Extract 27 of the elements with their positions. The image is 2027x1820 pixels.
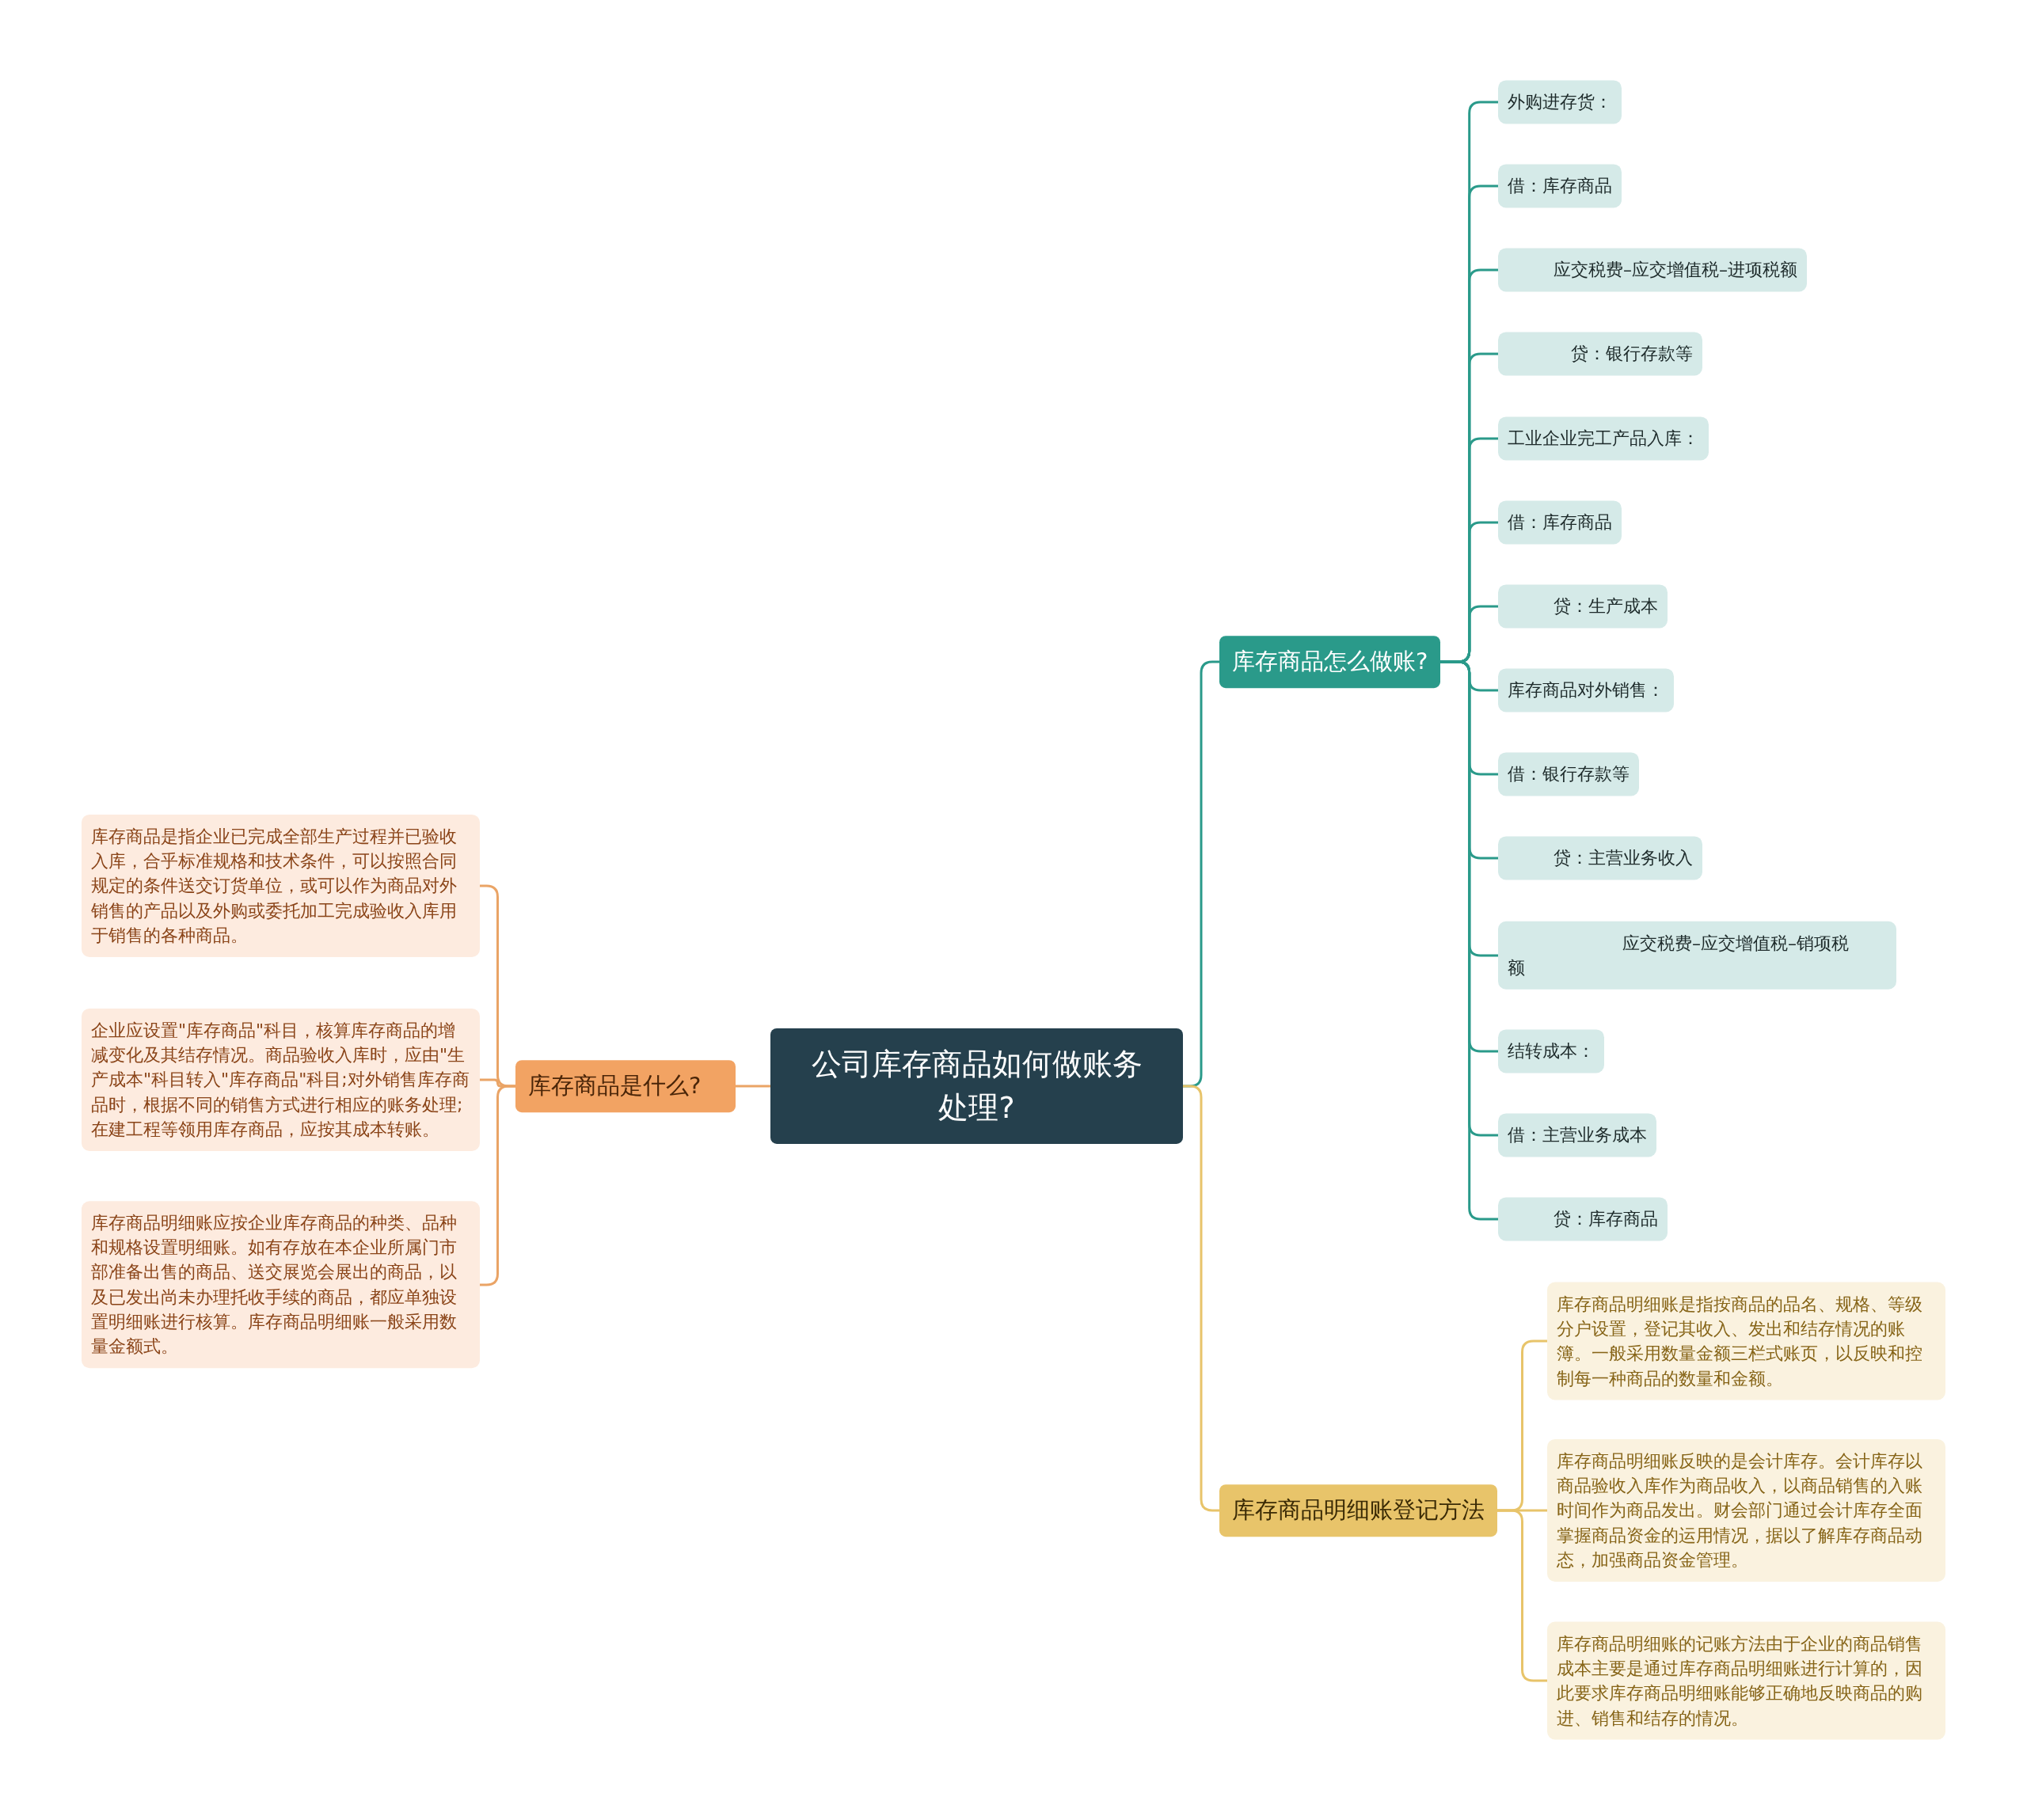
note-card: 库存商品是指企业已完成全部生产过程并已验收入库，合乎标准规格和技术条件，可以按照合同规定的条件送交订货单位，或可以作为商品对外销售的产品以及外购或委托加工完成验收入库用于销售的各种商品。 — [82, 814, 480, 958]
branch-topic: 库存商品明细账登记方法 — [1219, 1484, 1497, 1537]
branch-topic: 库存商品是什么? — [515, 1060, 736, 1112]
entry-tag: 借：银行存款等 — [1498, 752, 1639, 796]
entry-tag: 工业企业完工产品入库： — [1498, 416, 1709, 461]
note-card: 库存商品明细账的记账方法由于企业的商品销售成本主要是通过库存商品明细账进行计算的，因此要求库存商品明细账能够正确地反映商品的购进、销售和结存的情况。 — [1547, 1621, 1945, 1740]
connector-line — [1183, 1085, 1219, 1512]
note-card: 库存商品明细账反映的是会计库存。会计库存以商品验收入库作为商品收入，以商品销售的入账时间作为商品发出。财会部门通过会计库存全面掌握商品资金的运用情况，据以了解库存商品动态，加强商品资金管理。 — [1547, 1438, 1945, 1583]
entry-tag: 应交税费–应交增值税–销项税额 — [1498, 921, 1896, 990]
entry-tag: 结转成本： — [1498, 1029, 1604, 1073]
note-card: 库存商品明细账应按企业库存商品的种类、品种和规格设置明细账。如有存放在本企业所属门市部准备出售的商品、送交展览会展出的商品，以及已发出尚未办理托收手续的商品，都应单独设置明细账进行核算。库存商品明细账一般采用数量金额式。 — [82, 1201, 480, 1369]
entry-tag: 借：库存商品 — [1498, 164, 1622, 208]
connector-line — [480, 1085, 515, 1286]
note-card: 库存商品明细账是指按商品的品名、规格、等级分户设置，登记其收入、发出和结存情况的账簿。一般采用数量金额三栏式账页，以反映和控制每一种商品的数量和金额。 — [1547, 1282, 1945, 1400]
central-topic: 公司库存商品如何做账务处理? — [770, 1028, 1183, 1145]
entry-tag: 借：库存商品 — [1498, 500, 1622, 545]
note-card: 企业应设置"库存商品"科目，核算库存商品的增减变化及其结存情况。商品验收入库时，应由"生产成本"科目转入"库存商品"科目;对外销售库存商品时，根据不同的销售方式进行相应的账务处理;在建工程等领用库存商品，应按其成本转账。 — [82, 1008, 480, 1152]
entry-tag: 库存商品对外销售： — [1498, 668, 1674, 712]
connector-line — [736, 1085, 770, 1088]
entry-tag: 贷：主营业务收入 — [1498, 836, 1702, 880]
entry-tag: 应交税费–应交增值税–进项税额 — [1498, 248, 1807, 292]
entry-tag: 贷：银行存款等 — [1498, 332, 1702, 376]
entry-tag: 借：主营业务成本 — [1498, 1113, 1656, 1157]
entry-tag: 贷：库存商品 — [1498, 1197, 1668, 1241]
branch-topic: 库存商品怎么做账? — [1219, 636, 1441, 688]
entry-tag: 贷：生产成本 — [1498, 584, 1668, 629]
entry-tag: 外购进存货： — [1498, 80, 1622, 124]
